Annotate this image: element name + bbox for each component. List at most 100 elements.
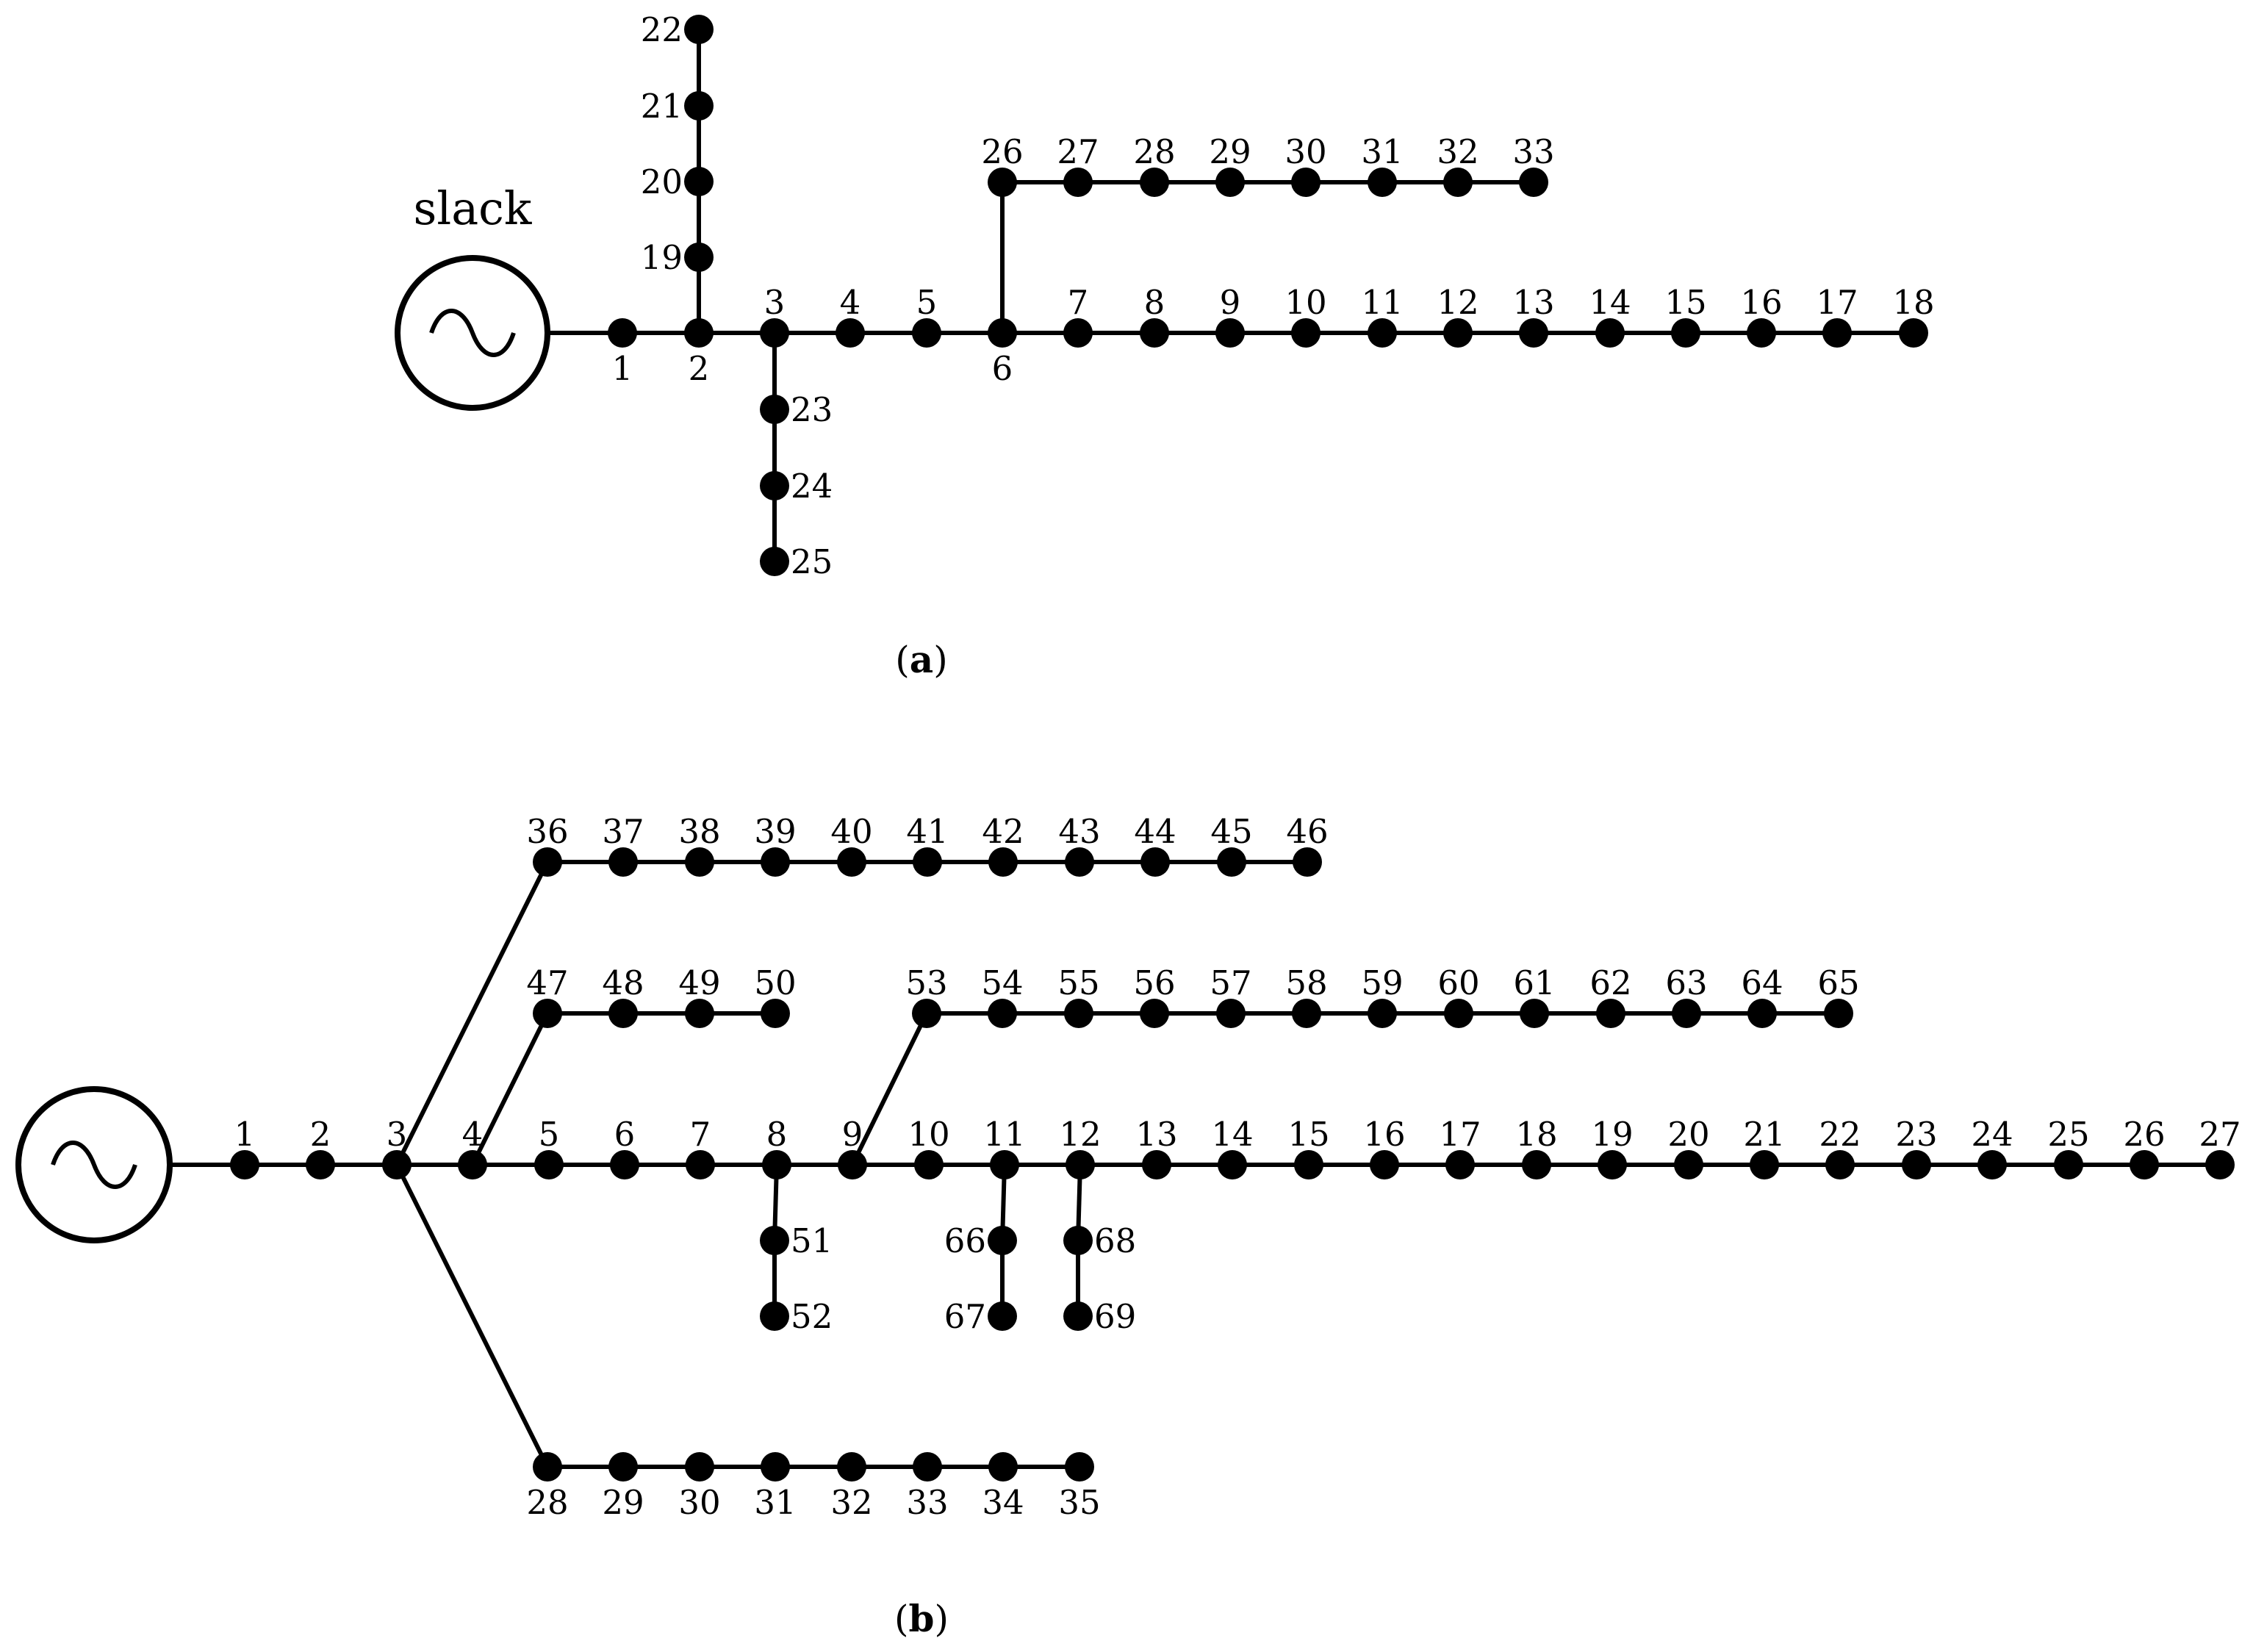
bus-label-18: 18 [1515,1115,1557,1154]
bus-node-12 [1066,1150,1095,1179]
bus-label-40: 40 [830,812,872,851]
bus-node-42 [988,847,1018,877]
bus-label-33: 33 [906,1483,948,1522]
bus-node-22 [684,15,714,44]
bus-node-17 [1445,1150,1475,1179]
bus-node-62 [1596,999,1625,1028]
bus-node-57 [1216,999,1246,1028]
bus-node-11 [1368,318,1397,348]
bus-node-34 [988,1452,1018,1482]
bus-label-29: 29 [602,1483,644,1522]
line-9-53 [850,1012,929,1166]
bus-label-19: 19 [641,238,683,277]
bus-node-16 [1370,1150,1399,1179]
bus-node-8 [1140,318,1169,348]
bus-label-4: 4 [840,283,861,322]
bus-node-49 [685,999,714,1028]
bus-node-61 [1520,999,1549,1028]
bus-label-56: 56 [1133,963,1175,1002]
bus-label-31: 31 [1361,132,1403,171]
bus-node-19 [684,243,714,272]
bus-label-21: 21 [641,87,683,126]
bus-label-32: 32 [830,1483,872,1522]
bus-node-56 [1140,999,1169,1028]
bus-node-39 [761,847,790,877]
bus-label-37: 37 [602,812,644,851]
bus-node-41 [913,847,942,877]
bus-node-22 [1825,1150,1855,1179]
bus-node-67 [988,1301,1017,1331]
bus-label-3: 3 [764,283,786,322]
bus-label-9: 9 [1220,283,1241,322]
bus-label-13: 13 [1512,283,1554,322]
bus-node-6 [610,1150,639,1179]
bus-node-55 [1064,999,1093,1028]
bus-node-46 [1293,847,1322,877]
bus-node-44 [1140,847,1170,877]
bus-label-9: 9 [842,1115,863,1154]
bus-node-69 [1063,1301,1093,1331]
bus-label-2: 2 [689,349,710,388]
bus-label-7: 7 [1068,283,1089,322]
bus-label-30: 30 [1285,132,1326,171]
bus-node-31 [1368,168,1397,197]
bus-node-18 [1899,318,1928,348]
bus-node-33 [913,1452,942,1482]
bus-label-34: 34 [982,1483,1024,1522]
bus-label-8: 8 [1144,283,1165,322]
bus-node-2 [684,318,714,348]
bus-node-60 [1444,999,1473,1028]
bus-node-53 [912,999,941,1028]
source-a [395,255,550,411]
bus-label-17: 17 [1816,283,1858,322]
bus-label-60: 60 [1437,963,1479,1002]
bus-node-2 [306,1150,335,1179]
bus-node-6 [988,318,1017,348]
bus-node-37 [608,847,638,877]
bus-node-35 [1065,1452,1094,1482]
bus-node-14 [1218,1150,1247,1179]
bus-label-42: 42 [982,812,1024,851]
bus-node-8 [762,1150,791,1179]
bus-node-29 [608,1452,638,1482]
bus-label-14: 14 [1589,283,1631,322]
bus-node-24 [1977,1150,2007,1179]
bus-node-19 [1598,1150,1627,1179]
bus-label-23: 23 [1895,1115,1937,1154]
bus-node-13 [1142,1150,1171,1179]
bus-label-50: 50 [754,963,796,1002]
bus-node-63 [1672,999,1701,1028]
bus-node-24 [760,471,789,500]
bus-label-68: 68 [1094,1221,1136,1260]
bus-node-40 [837,847,866,877]
bus-node-48 [608,999,638,1028]
bus-label-24: 24 [791,467,833,506]
bus-label-1: 1 [612,349,633,388]
bus-label-30: 30 [678,1483,720,1522]
bus-label-67: 67 [944,1297,986,1336]
bus-label-5: 5 [916,283,938,322]
bus-node-27 [1063,168,1093,197]
bus-node-58 [1292,999,1321,1028]
bus-node-36 [533,847,562,877]
bus-node-14 [1595,318,1625,348]
bus-label-4: 4 [462,1115,484,1154]
caption-b: (b) [894,1597,949,1640]
bus-label-26: 26 [2123,1115,2165,1154]
bus-node-52 [760,1301,789,1331]
bus-node-7 [1063,318,1093,348]
bus-label-35: 35 [1058,1483,1100,1522]
bus-node-47 [533,999,562,1028]
bus-label-64: 64 [1741,963,1783,1002]
bus-label-53: 53 [905,963,947,1002]
bus-label-5: 5 [539,1115,560,1154]
bus-label-20: 20 [641,162,683,201]
bus-label-15: 15 [1664,283,1706,322]
bus-label-8: 8 [766,1115,788,1154]
bus-label-62: 62 [1589,963,1631,1002]
bus-label-24: 24 [1971,1115,2013,1154]
bus-node-31 [761,1452,790,1482]
